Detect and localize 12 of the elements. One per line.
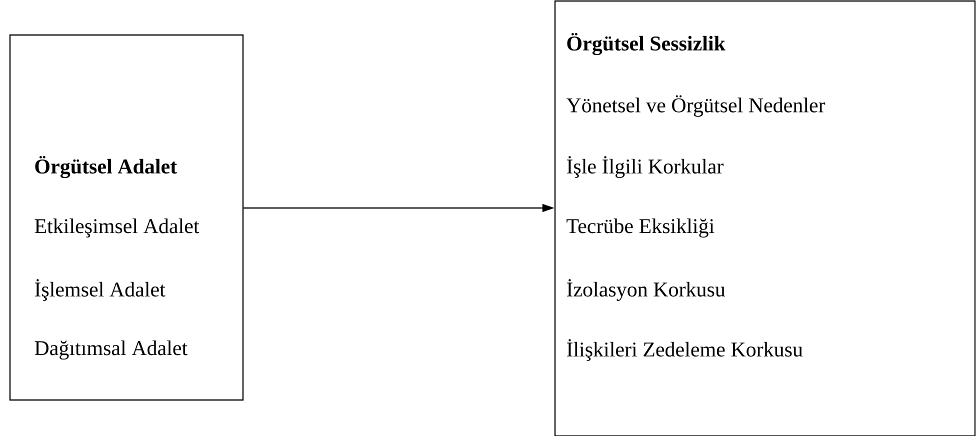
list-item: İşle İlgili Korkular [566, 156, 724, 178]
list-item: Tecrübe Eksikliği [566, 218, 714, 238]
list-item: İlişkileri Zedeleme Korkusu [566, 339, 803, 361]
text-box [9, 34, 244, 401]
list-item: İşlemsel Adalet [34, 279, 166, 301]
list-item: Yönetsel ve Örgütsel Nedenler [566, 95, 826, 117]
list-item: İzolasyon Korkusu [566, 279, 726, 301]
heading: Örgütsel Adalet [35, 156, 178, 178]
heading: Örgütsel Sessizlik [567, 32, 726, 56]
text-box [554, 0, 976, 436]
list-item: Etkileşimsel Adalet [34, 218, 200, 238]
list-item: Dağıtımsal Adalet [34, 340, 188, 360]
